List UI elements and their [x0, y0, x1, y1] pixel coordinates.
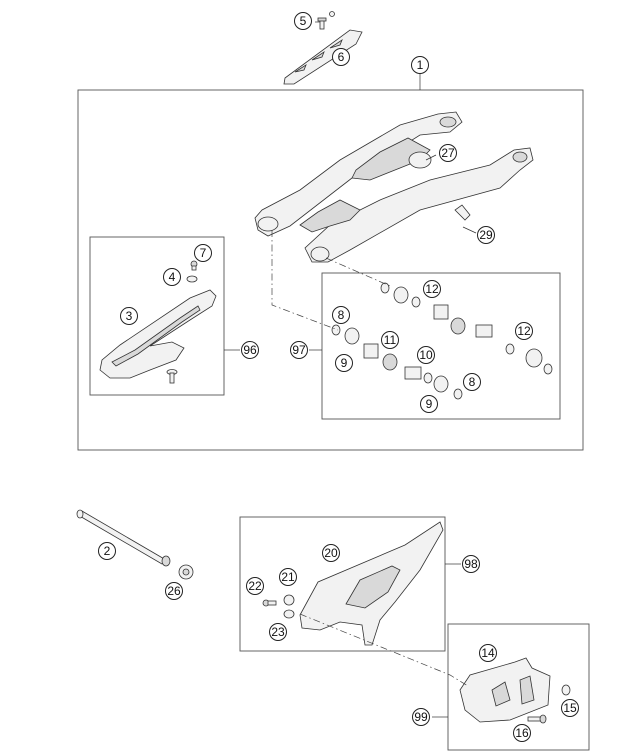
chain-guard [299, 521, 444, 646]
svg-text:7: 7 [200, 246, 207, 260]
chain-guide-kit-frame [447, 623, 590, 751]
svg-text:15: 15 [563, 701, 577, 715]
callout-5: 5 [294, 12, 312, 30]
callout-6: 6 [332, 48, 350, 66]
swingarm-assembly-frame [77, 89, 584, 451]
chain-slider-bolt [166, 369, 178, 384]
chain-slider-screw [190, 260, 198, 271]
svg-text:12: 12 [425, 282, 439, 296]
svg-text:16: 16 [515, 726, 529, 740]
svg-text:4: 4 [169, 270, 176, 284]
svg-text:23: 23 [271, 625, 285, 639]
callout-9-lower: 9 [420, 395, 438, 413]
svg-text:6: 6 [338, 50, 345, 64]
callout-23: 23 [269, 623, 287, 641]
chain-guard-screw [262, 599, 277, 607]
callout-27: 27 [439, 144, 457, 162]
callout-8-lower: 8 [463, 373, 481, 391]
swingarm-axle [76, 509, 171, 567]
svg-text:9: 9 [426, 397, 433, 411]
callout-22: 22 [246, 577, 264, 595]
svg-text:20: 20 [324, 546, 338, 560]
chain-guard-kit-frame [239, 516, 446, 652]
callout-12-upper: 12 [423, 280, 441, 298]
bearing-kit-frame [321, 272, 561, 420]
chain-guard-washer [283, 609, 295, 619]
callout-1: 1 [411, 56, 429, 74]
svg-text:12: 12 [517, 324, 531, 338]
svg-text:2: 2 [104, 544, 111, 558]
callout-12-lower: 12 [515, 322, 533, 340]
assembly-line-pivot-lower [325, 257, 391, 287]
bearing-parts-lower-row [331, 324, 463, 400]
axle-nut [178, 564, 194, 580]
chain-slider [99, 289, 217, 379]
svg-text:9: 9 [341, 356, 348, 370]
callout-16: 16 [513, 724, 531, 742]
callout-10: 10 [417, 346, 435, 364]
swingarm [254, 111, 534, 263]
svg-text:14: 14 [481, 646, 495, 660]
callout-26: 26 [165, 582, 183, 600]
callout-9-upper: 9 [335, 354, 353, 372]
upper-chain-slider [283, 29, 363, 85]
upper-slider-screw [317, 11, 335, 30]
svg-text:22: 22 [248, 579, 262, 593]
chain-guide [459, 657, 551, 723]
callout-97: 97 [290, 341, 308, 359]
chain-slider-washer [186, 275, 198, 283]
callout-3: 3 [120, 307, 138, 325]
callout-14: 14 [479, 644, 497, 662]
callout-20: 20 [322, 544, 340, 562]
callout-2: 2 [98, 542, 116, 560]
callout-15: 15 [561, 699, 579, 717]
svg-text:29: 29 [479, 228, 493, 242]
svg-text:27: 27 [441, 146, 455, 160]
svg-text:96: 96 [243, 343, 257, 357]
svg-text:26: 26 [167, 584, 181, 598]
svg-text:8: 8 [338, 308, 345, 322]
svg-text:98: 98 [464, 557, 478, 571]
svg-text:11: 11 [384, 333, 397, 347]
svg-text:5: 5 [300, 14, 307, 28]
callout-29: 29 [477, 226, 495, 244]
chain-guide-screw [527, 714, 547, 724]
svg-text:1: 1 [417, 58, 424, 72]
svg-text:8: 8 [469, 375, 476, 389]
callout-96: 96 [241, 341, 259, 359]
bearing-parts-upper-row [380, 282, 553, 375]
callout-4: 4 [163, 268, 181, 286]
callout-11: 11 [381, 331, 399, 349]
svg-text:99: 99 [414, 710, 428, 724]
chain-guide-nut [561, 684, 571, 696]
leader-lines [224, 21, 477, 718]
assembly-line-chain-guard [299, 613, 469, 687]
callout-7: 7 [194, 244, 212, 262]
svg-text:10: 10 [419, 348, 433, 362]
svg-text:3: 3 [126, 309, 133, 323]
callout-99: 99 [412, 708, 430, 726]
svg-text:21: 21 [281, 570, 295, 584]
chain-guard-bushing [283, 594, 295, 606]
callout-8-upper: 8 [332, 306, 350, 324]
callout-21: 21 [279, 568, 297, 586]
svg-text:97: 97 [292, 343, 306, 357]
chain-slider-kit-frame [89, 236, 225, 396]
callout-98: 98 [462, 555, 480, 573]
assembly-line-pivot-upper [271, 230, 339, 331]
